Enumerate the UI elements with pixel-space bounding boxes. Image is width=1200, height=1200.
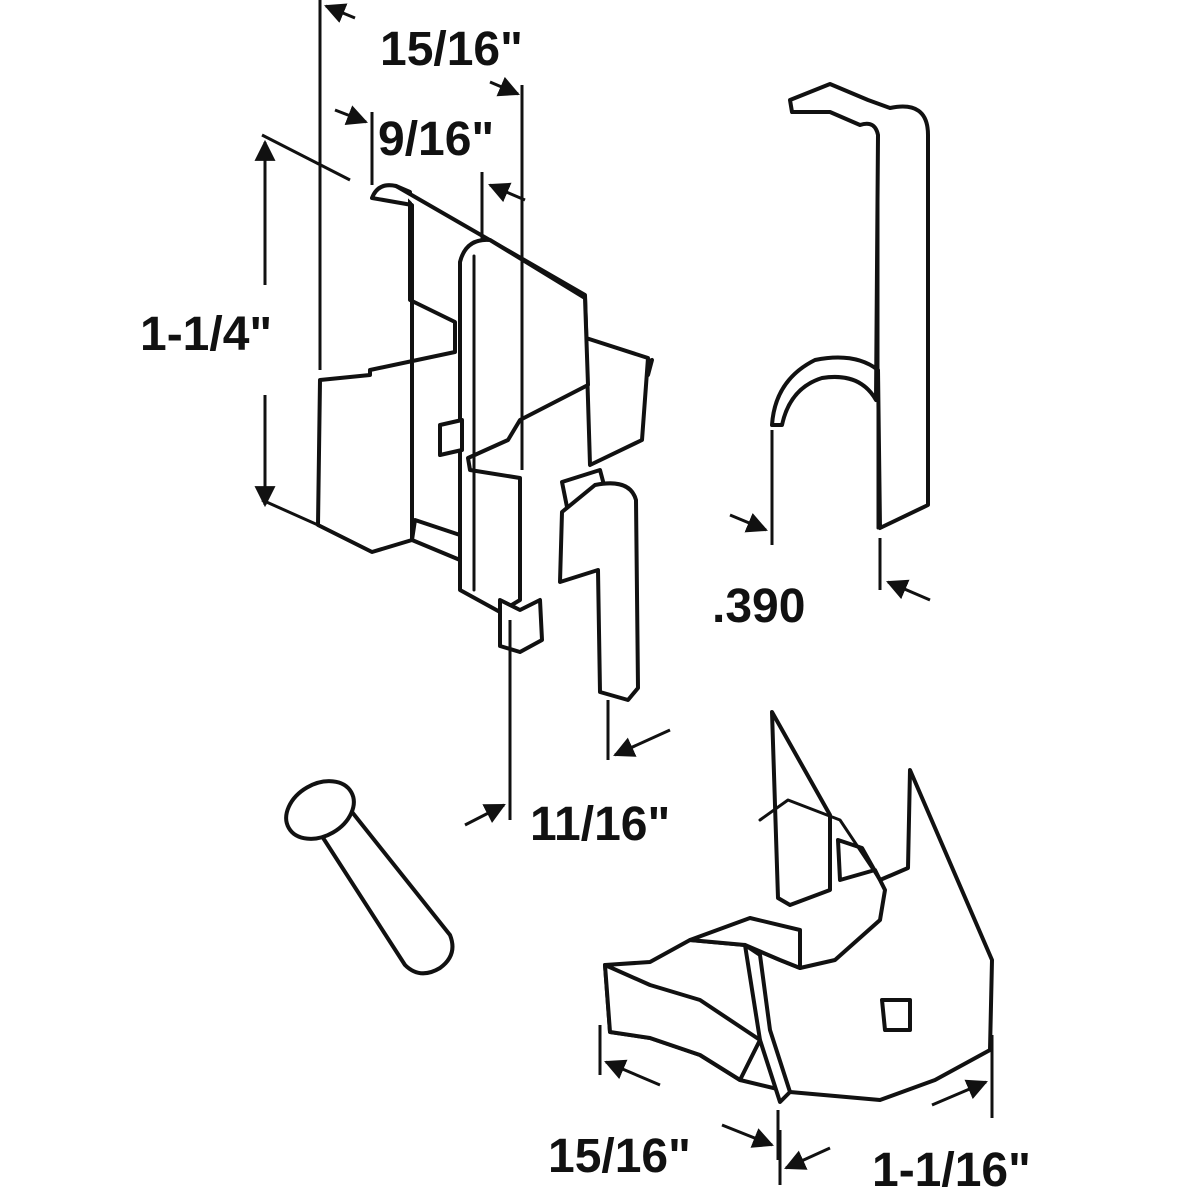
- pivot-pin-head: [284, 779, 356, 841]
- latch-housing-step: [758, 798, 882, 882]
- dim-label-15-16-top: 15/16": [380, 23, 523, 76]
- dim-clip-leg-width: 11/16": [464, 620, 671, 851]
- latch-housing: [603, 710, 994, 1104]
- dim-label-1-1-16: 1-1/16": [872, 1144, 1031, 1197]
- spring-clip-body: [770, 82, 930, 530]
- latch-clip-back-plate: [316, 183, 457, 554]
- dim-spring-thickness: .390: [712, 430, 931, 633]
- dim-label-15-16-bottom: 15/16": [548, 1130, 691, 1183]
- latch-clip-tray: [584, 336, 650, 467]
- spring-clip: [770, 82, 930, 530]
- dim-label-390: .390: [712, 580, 805, 633]
- latch-clip-leg-right: [558, 481, 640, 702]
- latch-clip-front-plate: [458, 237, 590, 614]
- latch-clip-floor: [410, 518, 462, 562]
- dim-label-9-16: 9/16": [378, 113, 494, 166]
- latch-clip-leg-left: [498, 598, 544, 654]
- latch-housing-slot: [880, 998, 912, 1032]
- dim-clip-height: 1-1/4": [140, 133, 351, 527]
- latch-clip-notch-tab: [438, 418, 464, 457]
- dim-label-1-1-4: 1-1/4": [140, 308, 272, 361]
- latch-clip: [316, 183, 654, 702]
- dim-clip-overall-width: 15/16": [318, 0, 524, 470]
- pivot-pin-shaft: [316, 810, 455, 976]
- latch-housing-front-lip: [603, 963, 762, 1082]
- latch-housing-fin: [770, 710, 832, 907]
- dim-label-11-16: 11/16": [530, 798, 670, 851]
- dim-housing-depth: 15/16": [548, 1025, 780, 1183]
- dim-housing-width: 1-1/16": [778, 1035, 1031, 1197]
- dim-clip-slot-width: 9/16": [334, 105, 526, 240]
- pivot-pin: [284, 779, 455, 976]
